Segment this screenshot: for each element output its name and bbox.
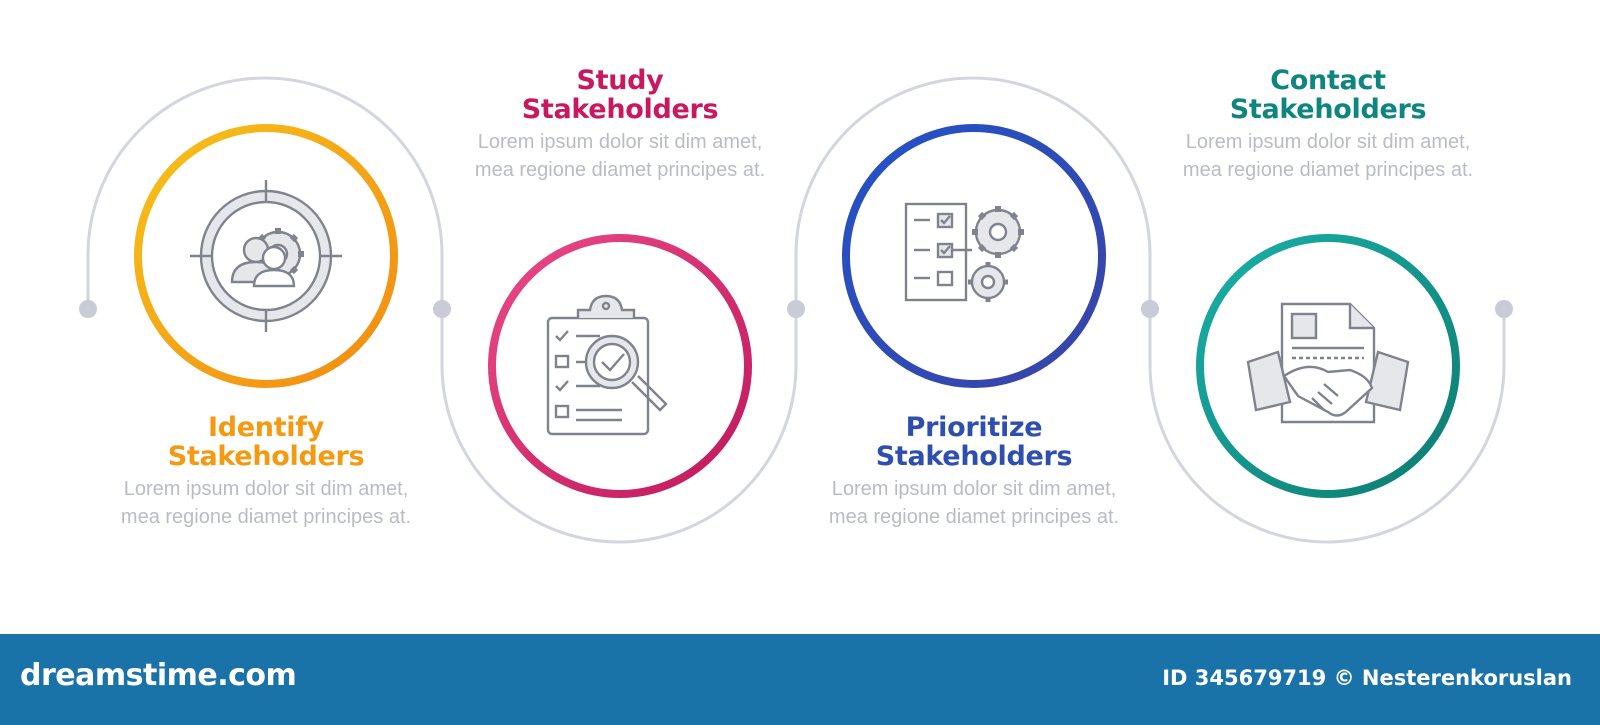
step-2-description: Lorem ipsum dolor sit dim amet, mea regi… [474,131,766,181]
image-credit: ID 345679719 © Nesterenkoruslan [1162,666,1572,690]
step-2-title: Study Stakeholders [460,66,780,124]
connector-dot [433,300,451,318]
infographic: Identify Stakeholders Lorem ipsum dolor … [79,66,1513,544]
target-people-gear-icon [190,180,342,332]
step-3-title-line1: Prioritize [905,412,1043,443]
step-4-ring [1196,234,1460,498]
step-1-description: Lorem ipsum dolor sit dim amet, mea regi… [120,478,412,528]
checklist-gears-icon [904,202,1024,302]
step-2-ring [488,234,752,498]
step-3-title-line2: Stakeholders [875,441,1073,472]
step-3-ring [842,124,1106,388]
connector-dot [787,300,805,318]
footer-bar: dreamstime.com ID 345679719 © Nesterenko… [0,634,1600,725]
connector-line [86,76,1506,544]
step-3-description: Lorem ipsum dolor sit dim amet, mea regi… [828,478,1120,528]
step-3-title: Prioritize Stakeholders [814,413,1134,471]
step-1-title-line2: Stakeholders [167,441,365,472]
connector-dot [1495,300,1513,318]
step-4-title-line2: Stakeholders [1229,94,1427,125]
step-4-description: Lorem ipsum dolor sit dim amet, mea regi… [1182,131,1474,181]
step-1-ring [134,124,398,388]
connector-dot [79,300,97,318]
connector-diagram [79,76,1513,544]
clipboard-magnifier-icon [546,294,668,436]
step-4-title: Contact Stakeholders [1168,66,1488,124]
connector-dots [79,300,1513,318]
connector-dot [1141,300,1159,318]
contract-handshake-icon [1246,302,1410,424]
step-1-title-line1: Identify [207,412,324,443]
step-2-title-line2: Stakeholders [521,94,719,125]
step-2-title-line1: Study [576,65,664,96]
step-1-title: Identify Stakeholders [106,413,426,471]
step-4-title-line1: Contact [1270,65,1386,96]
brand-logo[interactable]: dreamstime.com [20,658,297,693]
